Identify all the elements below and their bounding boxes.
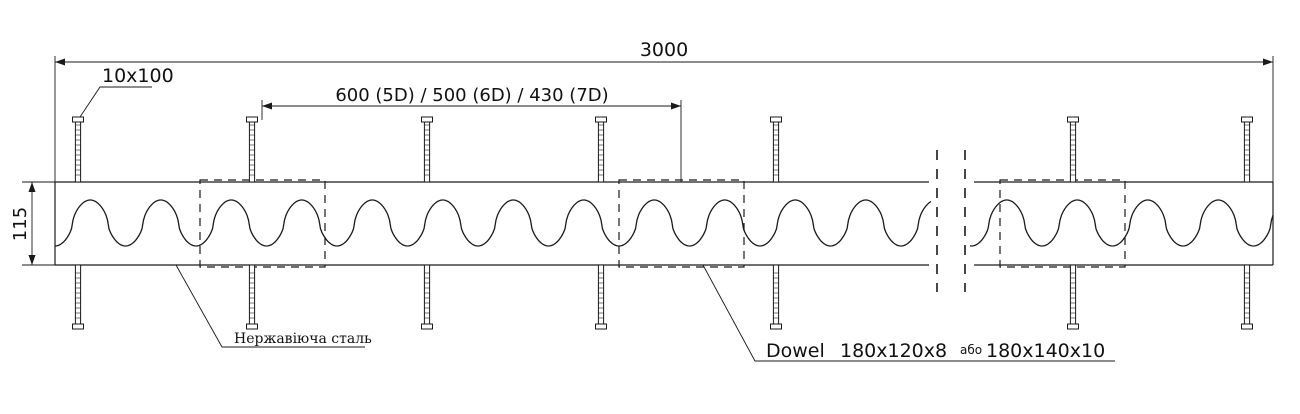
dowel-prefix-label: Dowel xyxy=(766,340,825,362)
overall-length-dimension: 3000 xyxy=(54,39,1274,182)
studs xyxy=(72,116,1253,330)
stud-hatch xyxy=(773,272,779,319)
stud-top xyxy=(421,116,433,183)
stud-top xyxy=(595,116,607,183)
stud-hatch xyxy=(1070,124,1076,176)
stud-hatch xyxy=(75,124,81,176)
stud-hatch xyxy=(424,124,430,176)
stud-bottom xyxy=(1067,264,1079,330)
dowel-size-2-label: 180x140x10 xyxy=(986,340,1105,362)
stud-top xyxy=(1241,116,1253,183)
stud-top xyxy=(770,116,782,183)
dowel-spacing-label: 600 (5D) / 500 (6D) / 430 (7D) xyxy=(335,85,608,106)
height-label: 115 xyxy=(10,207,31,241)
stud-hatch xyxy=(1244,272,1250,319)
stud-bottom xyxy=(770,264,782,330)
stud-size-callout: 10x100 xyxy=(79,65,174,118)
stud-hatch xyxy=(1070,272,1076,319)
stud-top xyxy=(1067,116,1079,183)
stud-hatch xyxy=(424,272,430,319)
break-lines xyxy=(936,150,966,292)
overall-length-label: 3000 xyxy=(640,39,688,61)
dowel-outline xyxy=(618,179,745,268)
stud-bottom xyxy=(421,264,433,330)
dowel-callout: Dowel 180x120x8 або 180x140x10 xyxy=(702,264,1115,362)
material-label: Нержавіюча сталь xyxy=(234,331,372,347)
height-dimension: 115 xyxy=(10,181,55,266)
stud-hatch xyxy=(249,124,255,176)
wave-cut-line-right xyxy=(969,199,1274,247)
stud-hatch xyxy=(1244,124,1250,176)
stud-hatch xyxy=(598,124,604,176)
stud-hatch xyxy=(773,124,779,176)
stud-top xyxy=(246,116,258,183)
stud-size-label: 10x100 xyxy=(102,65,174,87)
material-callout: Нержавіюча сталь xyxy=(175,264,372,348)
stud-hatch xyxy=(75,272,81,319)
dowel-size-1-label: 180x120x8 xyxy=(840,340,947,362)
stud-bottom xyxy=(72,264,84,330)
dowel-outline xyxy=(999,179,1126,268)
steel-strip xyxy=(54,181,1274,266)
dowel-outline xyxy=(199,179,326,268)
dowel-spacing-dimension: 600 (5D) / 500 (6D) / 430 (7D) xyxy=(261,85,682,182)
stud-hatch xyxy=(598,272,604,319)
dowel-outlines xyxy=(199,179,1126,268)
stud-top xyxy=(72,116,84,183)
stud-bottom xyxy=(246,264,258,330)
stud-hatch xyxy=(249,272,255,319)
wave-cut-line-left xyxy=(54,199,932,247)
stud-bottom xyxy=(1241,264,1253,330)
stud-bottom xyxy=(595,264,607,330)
dowel-or-label: або xyxy=(960,343,982,357)
